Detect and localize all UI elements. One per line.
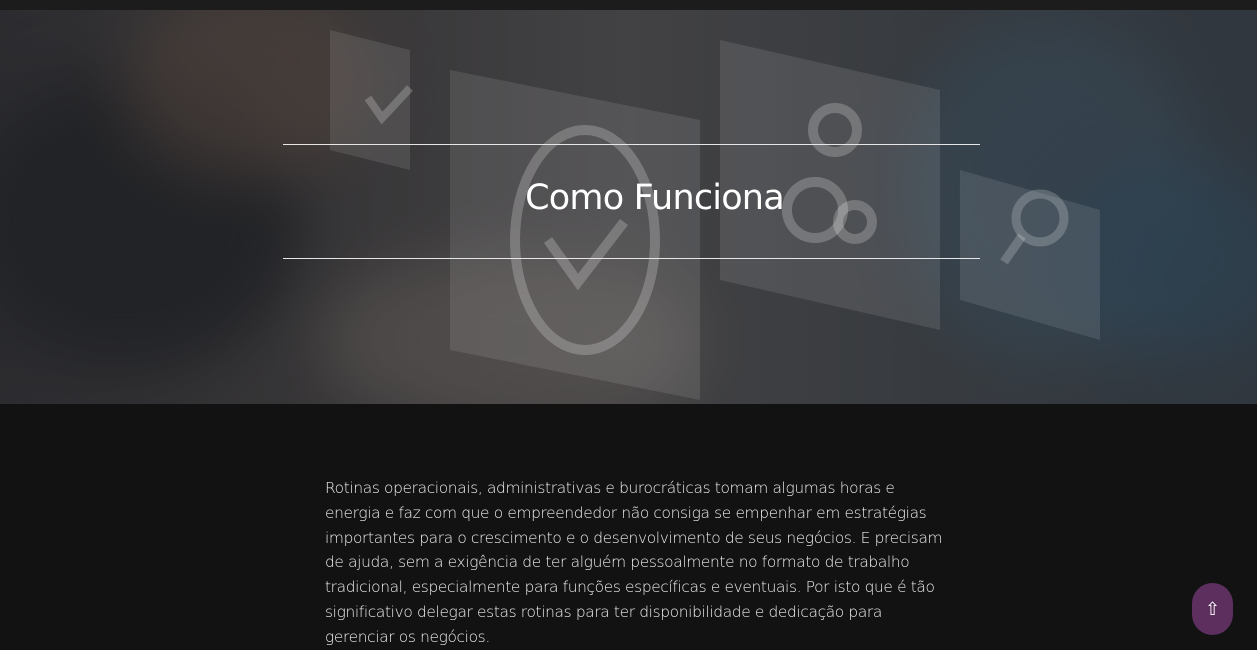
page-title: Como Funciona: [525, 178, 784, 218]
hero-divider-bottom: [283, 258, 980, 259]
gear-icon: [782, 103, 877, 244]
checklist-icon: [364, 85, 413, 125]
hero-bg-shape: [1060, 160, 1257, 360]
hero-bg-shape: [120, 10, 380, 180]
scroll-to-top-button[interactable]: ⇧: [1192, 583, 1233, 635]
hero-bg-shape: [320, 250, 700, 404]
hero-divider-top: [283, 144, 980, 145]
top-bar: [0, 0, 1257, 10]
magnifier-icon: [1000, 189, 1069, 265]
hero-overlay: [0, 10, 1257, 404]
arrow-up-icon: ⇧: [1204, 598, 1221, 619]
hero-banner: Como Funciona: [0, 10, 1257, 404]
intro-paragraph: Rotinas operacionais, administrativas e …: [325, 479, 943, 646]
hero-decorative-icons: [330, 30, 1100, 400]
checkmark-circle-icon: [510, 125, 660, 355]
